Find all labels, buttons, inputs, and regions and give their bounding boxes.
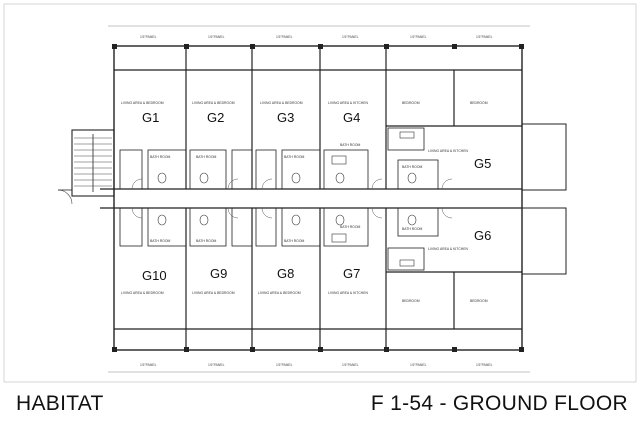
room-label: BATH ROOM xyxy=(402,227,422,231)
unit-label-g2: G2 xyxy=(207,110,224,125)
dimension-label: 1'6"PANEL xyxy=(342,363,359,367)
plumbing-fixtures xyxy=(157,131,417,267)
dimension-label: 1'6"PANEL xyxy=(208,363,225,367)
unit-label-g8: G8 xyxy=(277,266,294,281)
bottom-bathrooms xyxy=(119,207,439,271)
room-label: BATH ROOM xyxy=(340,143,360,147)
room-label: BATH ROOM xyxy=(284,155,304,159)
unit-label-g4: G4 xyxy=(343,110,360,125)
unit-label-g5: G5 xyxy=(474,156,491,171)
unit-label-g6: G6 xyxy=(474,228,491,243)
room-label: LIVING AREA & KITCHEN xyxy=(428,247,468,251)
unit-label-g9: G9 xyxy=(210,266,227,281)
dimension-label: 1'6"PANEL xyxy=(410,363,427,367)
room-label: BATH ROOM xyxy=(150,239,170,243)
room-label: BATH ROOM xyxy=(196,239,216,243)
room-label: LIVING AREA & BEDROOM xyxy=(192,291,235,295)
structural-columns xyxy=(112,44,524,352)
right-verandah-top xyxy=(521,123,567,191)
room-label: BATH ROOM xyxy=(340,225,360,229)
room-label: BEDROOM xyxy=(402,101,420,105)
dimension-label: 1'6"PANEL xyxy=(140,35,157,39)
room-label: BATH ROOM xyxy=(402,165,422,169)
room-label: LIVING AREA & KITCHEN xyxy=(328,101,368,105)
drawing-border xyxy=(3,3,637,383)
room-label: LIVING AREA & BEDROOM xyxy=(121,291,164,295)
dimension-label: 1'6"PANEL xyxy=(410,35,427,39)
unit-label-g7: G7 xyxy=(343,266,360,281)
room-label: BEDROOM xyxy=(470,101,488,105)
dimension-label: 1'6"PANEL xyxy=(276,35,293,39)
right-verandah-bottom xyxy=(521,207,567,275)
dimension-labels: 1'6"PANEL 1'6"PANEL 1'6"PANEL 1'6"PANEL … xyxy=(140,35,493,367)
room-label: LIVING AREA & BEDROOM xyxy=(258,291,301,295)
room-label: BATH ROOM xyxy=(150,155,170,159)
room-label: LIVING AREA & BEDROOM xyxy=(260,101,303,105)
dimension-label: 1'6"PANEL xyxy=(140,363,157,367)
room-label: BEDROOM xyxy=(402,299,420,303)
dimension-label: 1'6"PANEL xyxy=(342,35,359,39)
room-label: BEDROOM xyxy=(470,299,488,303)
unit-label-g1: G1 xyxy=(142,110,159,125)
room-label: BATH ROOM xyxy=(196,155,216,159)
room-label: LIVING AREA & KITCHEN xyxy=(428,149,468,153)
dimension-label: 1'6"PANEL xyxy=(476,35,493,39)
project-name: HABITAT xyxy=(16,392,104,415)
room-label: LIVING AREA & BEDROOM xyxy=(192,101,235,105)
room-label: LIVING AREA & KITCHEN xyxy=(328,291,368,295)
dimension-label: 1'6"PANEL xyxy=(476,363,493,367)
staircase xyxy=(57,129,115,205)
building-outline xyxy=(113,45,523,351)
top-bathrooms xyxy=(119,127,439,190)
unit-label-g10: G10 xyxy=(142,268,167,283)
dimension-label: 1'6"PANEL xyxy=(276,363,293,367)
dimension-label: 1'6"PANEL xyxy=(208,35,225,39)
room-label: LIVING AREA & BEDROOM xyxy=(121,101,164,105)
unit-label-g3: G3 xyxy=(277,110,294,125)
room-label: BATH ROOM xyxy=(284,239,304,243)
sheet-title: F 1-54 - GROUND FLOOR xyxy=(370,392,628,415)
door-swings xyxy=(131,178,453,219)
